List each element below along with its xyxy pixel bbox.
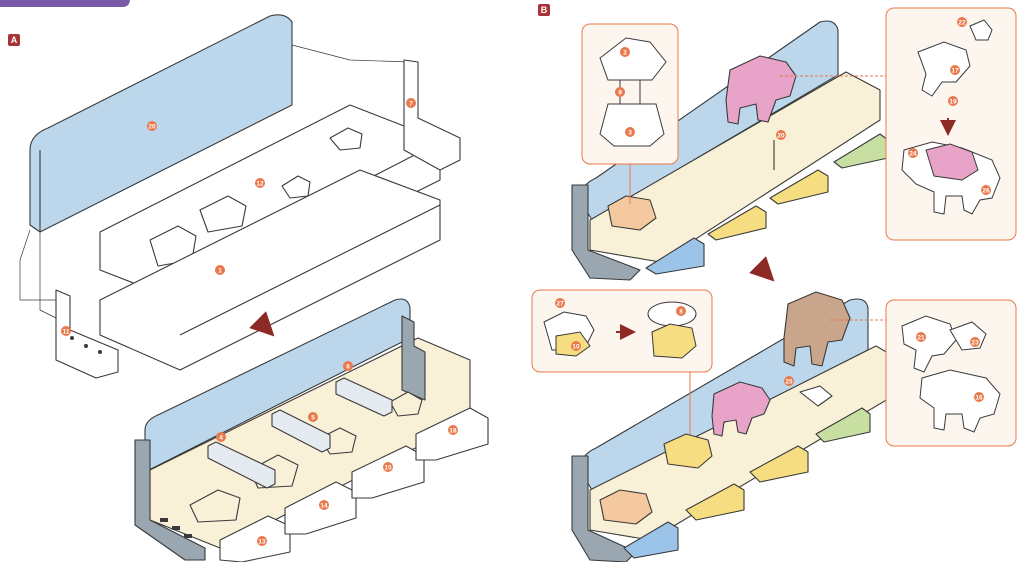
b-hedgehog-callout bbox=[531, 289, 713, 373]
svg-text:27: 27 bbox=[556, 301, 564, 308]
a-divider-4 bbox=[207, 441, 276, 489]
b-bottom-drawer-yellow2 bbox=[749, 445, 809, 483]
b-bottom-turtle bbox=[599, 489, 653, 525]
badge-b-top-stand: 20 bbox=[776, 130, 786, 140]
b-bottom-scene bbox=[571, 291, 901, 562]
b-bottom-elephant bbox=[711, 381, 771, 437]
b-step-arrow bbox=[749, 256, 775, 282]
svg-text:19: 19 bbox=[949, 99, 957, 106]
svg-text:20: 20 bbox=[777, 133, 785, 140]
b-top-drawer-blue bbox=[645, 237, 705, 275]
svg-text:14: 14 bbox=[320, 503, 328, 510]
b-bottom-drawer-blue bbox=[623, 521, 679, 559]
svg-text:13: 13 bbox=[258, 539, 266, 546]
svg-text:10: 10 bbox=[572, 344, 580, 351]
section-b-badge: B bbox=[538, 4, 550, 16]
svg-text:15: 15 bbox=[384, 465, 392, 472]
a-drawer-13 bbox=[219, 515, 291, 562]
svg-text:11: 11 bbox=[63, 329, 70, 336]
svg-text:12: 12 bbox=[256, 181, 264, 188]
a-back-panel bbox=[29, 14, 293, 233]
badge-b-mammoth-23: 23 bbox=[970, 337, 980, 347]
svg-text:24: 24 bbox=[909, 151, 917, 158]
badge-a-divider-4: 4 bbox=[216, 432, 226, 442]
badge-a-drawer-14: 14 bbox=[319, 500, 329, 510]
badge-b-elephant-19: 19 bbox=[948, 96, 958, 106]
b-bottom-hedgehog bbox=[663, 433, 713, 469]
section-a-badge: A bbox=[8, 34, 20, 46]
b-turtle-callout bbox=[581, 23, 679, 204]
badge-a-shelf-top: 12 bbox=[255, 178, 265, 188]
svg-text:3: 3 bbox=[628, 130, 632, 137]
svg-text:1: 1 bbox=[218, 268, 222, 275]
svg-text:4: 4 bbox=[219, 435, 223, 442]
svg-text:20: 20 bbox=[148, 124, 156, 131]
badge-a-back-panel: 20 bbox=[147, 121, 157, 131]
a-shelf-bottom bbox=[99, 169, 441, 371]
b-bottom-mammoth bbox=[783, 291, 851, 367]
badge-a-drawer-13: 13 bbox=[257, 536, 267, 546]
badge-a-drawer-15: 15 bbox=[383, 462, 393, 472]
a-exploded-view bbox=[19, 14, 461, 379]
a-step-arrow bbox=[249, 311, 275, 337]
badge-a-shelf-bottom: 1 bbox=[215, 265, 225, 275]
svg-text:23: 23 bbox=[971, 340, 979, 347]
b-top-turtle bbox=[607, 195, 657, 231]
a-right-side bbox=[403, 59, 461, 171]
badge-b-hedgehog-8: 8 bbox=[676, 306, 686, 316]
a-divider-6 bbox=[335, 377, 393, 417]
a-assembled-view bbox=[134, 298, 489, 562]
badge-b-turtle-3: 3 bbox=[625, 127, 635, 137]
svg-text:7: 7 bbox=[409, 101, 413, 108]
b-bottom-drawer-yellow1 bbox=[685, 483, 745, 521]
b-top-drawer-yellow2 bbox=[769, 169, 829, 205]
badge-a-drawer-18: 18 bbox=[448, 425, 458, 435]
svg-text:16: 16 bbox=[975, 395, 983, 402]
a-divider-5 bbox=[271, 409, 331, 453]
badge-a-divider-6: 6 bbox=[343, 361, 353, 371]
badge-b-elephant-17: 17 bbox=[950, 65, 960, 75]
badge-b-elephant-22: 22 bbox=[957, 17, 967, 27]
svg-text:6: 6 bbox=[346, 364, 350, 371]
svg-text:8: 8 bbox=[679, 309, 683, 316]
svg-text:2: 2 bbox=[623, 50, 627, 57]
svg-text:21: 21 bbox=[917, 335, 925, 342]
svg-text:26: 26 bbox=[982, 188, 990, 195]
b-top-elephant bbox=[725, 55, 797, 125]
svg-text:22: 22 bbox=[958, 20, 966, 27]
badge-b-bottom-stand: 25 bbox=[784, 376, 794, 386]
badge-b-elephant-26: 26 bbox=[981, 185, 991, 195]
badge-b-hedgehog-10: 10 bbox=[571, 341, 581, 351]
svg-text:9: 9 bbox=[618, 90, 622, 97]
badge-a-right-side: 7 bbox=[406, 98, 416, 108]
b-top-scene bbox=[571, 20, 889, 281]
badge-b-mammoth-21: 21 bbox=[916, 332, 926, 342]
svg-text:17: 17 bbox=[951, 68, 959, 75]
badge-a-left-side: 11 bbox=[61, 326, 71, 336]
b-elephant-callout bbox=[780, 7, 1017, 241]
badge-b-turtle-9: 9 bbox=[615, 87, 625, 97]
svg-text:18: 18 bbox=[449, 428, 457, 435]
b-top-drawer-yellow1 bbox=[707, 205, 767, 241]
badge-b-hedgehog-27: 27 bbox=[555, 298, 565, 308]
svg-text:25: 25 bbox=[785, 379, 793, 386]
page-tab bbox=[0, 0, 130, 7]
badge-b-turtle-2: 2 bbox=[620, 47, 630, 57]
svg-text:5: 5 bbox=[311, 415, 315, 422]
badge-b-elephant-24: 24 bbox=[908, 148, 918, 158]
badge-a-divider-5: 5 bbox=[308, 412, 318, 422]
a-left-side bbox=[55, 289, 119, 379]
b-bottom-drawer-green bbox=[815, 407, 871, 443]
badge-b-mammoth-16: 16 bbox=[974, 392, 984, 402]
